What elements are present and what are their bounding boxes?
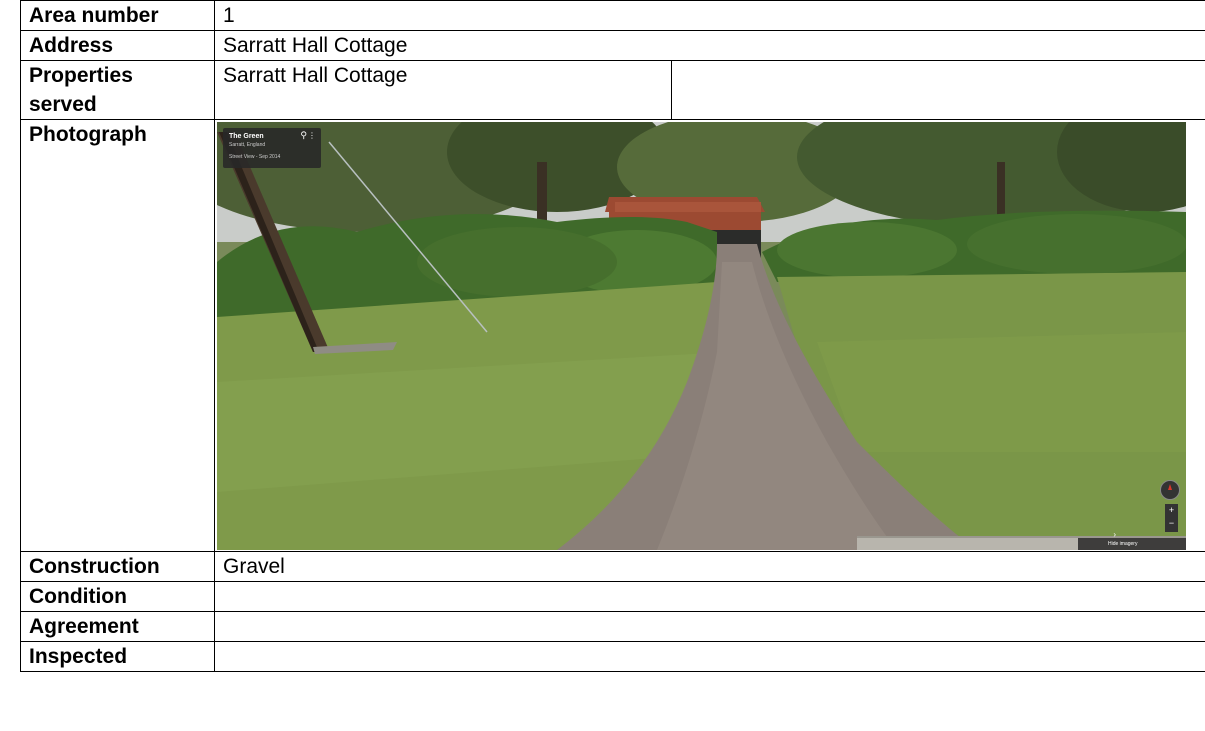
compass-icon[interactable] — [1160, 480, 1180, 500]
row-agreement: Agreement — [20, 611, 1205, 642]
zoom-in-button[interactable]: + — [1168, 505, 1175, 515]
properties-served-label: Properties served — [20, 60, 215, 120]
street-view-photo: The Green Sarratt, England Street View -… — [217, 122, 1186, 550]
properties-served-label-line2: served — [29, 93, 97, 116]
imagery-date: Street View - Sep 2014 — [229, 154, 281, 160]
condition-label: Condition — [20, 581, 215, 612]
construction-value: Gravel — [214, 551, 1205, 582]
properties-served-label-line1: Properties — [29, 64, 133, 87]
chevron-right-icon[interactable]: › — [1113, 530, 1116, 539]
row-inspected: Inspected — [20, 641, 1205, 672]
street-view-location-card[interactable]: The Green Sarratt, England Street View -… — [223, 128, 321, 168]
inspected-label: Inspected — [20, 641, 215, 672]
photograph-cell: The Green Sarratt, England Street View -… — [214, 119, 1205, 552]
row-construction: Construction Gravel — [20, 551, 1205, 582]
agreement-label: Agreement — [20, 611, 215, 642]
inspected-value — [214, 641, 1205, 672]
photograph-label: Photograph — [20, 119, 215, 552]
address-label: Address — [20, 30, 215, 61]
address-value: Sarratt Hall Cottage — [214, 30, 1205, 61]
hide-imagery-bar[interactable]: Hide imagery — [1078, 538, 1186, 550]
row-photograph: Photograph — [20, 119, 1205, 552]
street-view-scene — [217, 122, 1186, 550]
condition-value — [214, 581, 1205, 612]
location-pin-icon[interactable]: ⚲ — [300, 130, 307, 140]
area-number-label: Area number — [20, 0, 215, 31]
zoom-control: + − — [1165, 504, 1178, 532]
record-table: Area number 1 Address Sarratt Hall Cotta… — [20, 0, 1205, 672]
zoom-out-button[interactable]: − — [1168, 518, 1175, 528]
inspection-record-sheet: Area number 1 Address Sarratt Hall Cotta… — [20, 0, 1205, 731]
row-condition: Condition — [20, 581, 1205, 612]
place-title: The Green — [229, 133, 264, 140]
row-address: Address Sarratt Hall Cottage — [20, 30, 1205, 61]
row-properties-served: Properties served Sarratt Hall Cottage — [20, 60, 1205, 120]
properties-served-extra — [671, 60, 1205, 120]
more-options-icon[interactable]: ⋮ — [308, 131, 316, 140]
row-area-number: Area number 1 — [20, 0, 1205, 31]
area-number-value: 1 — [214, 0, 1205, 31]
agreement-value — [214, 611, 1205, 642]
place-subtitle: Sarratt, England — [229, 142, 266, 148]
properties-served-value: Sarratt Hall Cottage — [214, 60, 672, 120]
hide-imagery-label: Hide imagery — [1108, 541, 1138, 547]
construction-label: Construction — [20, 551, 215, 582]
